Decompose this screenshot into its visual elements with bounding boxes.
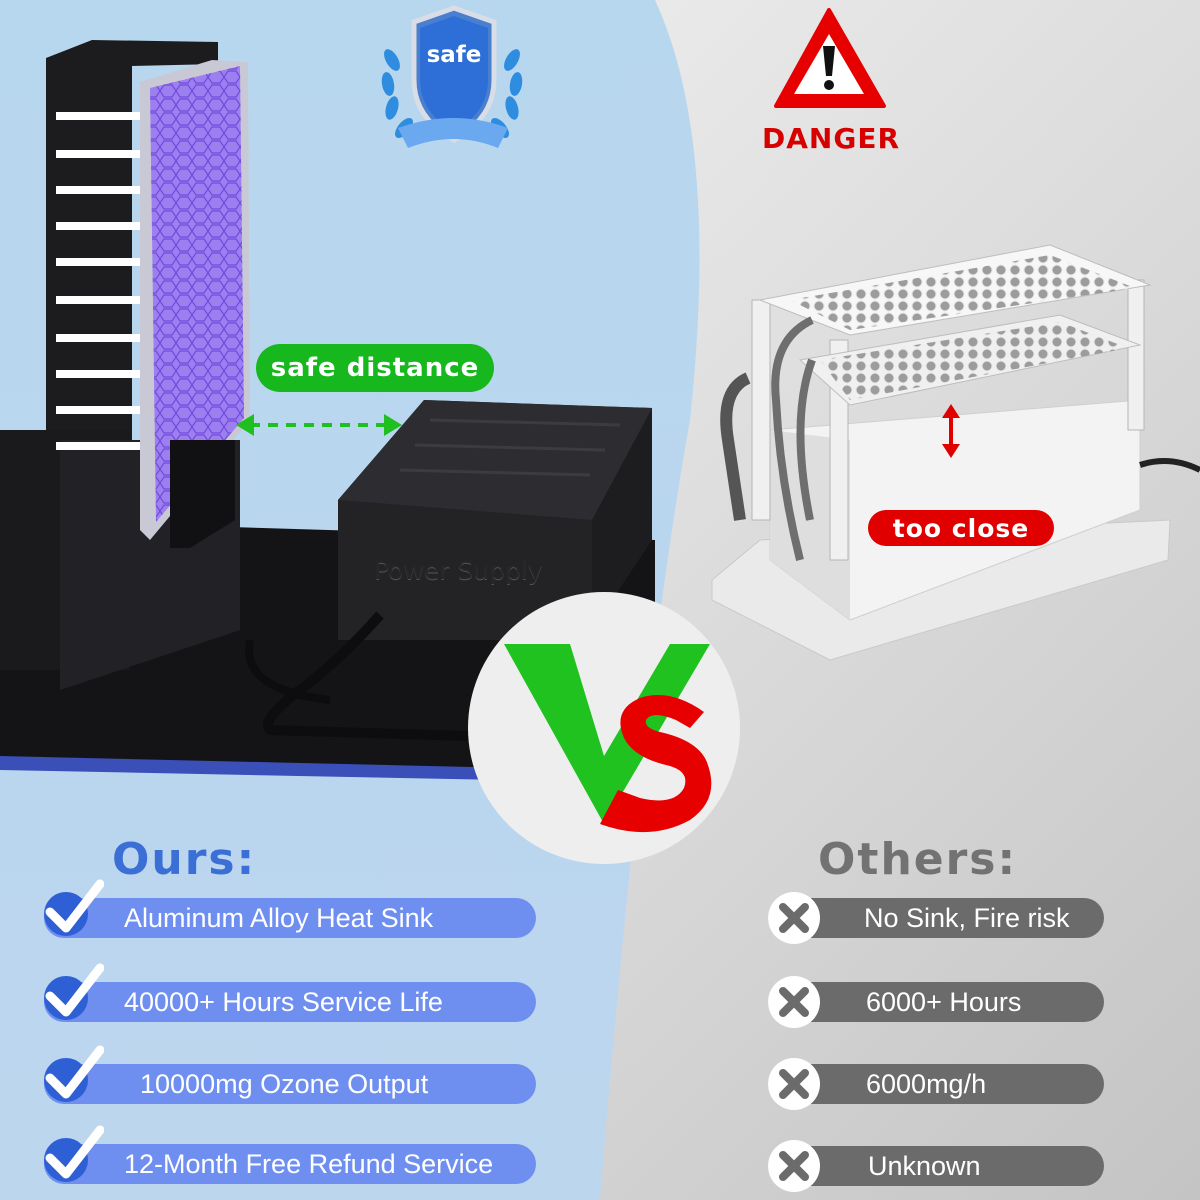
ours-feature-row: 10000mg Ozone Output	[44, 1064, 536, 1104]
others-heading: Others:	[818, 834, 1018, 885]
others-feature-row: 6000mg/h	[768, 1064, 1104, 1104]
check-icon	[44, 1045, 104, 1102]
vs-s-letter	[600, 695, 712, 833]
ours-heading: Ours:	[112, 834, 257, 885]
others-feature-row: 6000+ Hours	[768, 982, 1104, 1022]
check-icon	[44, 963, 104, 1020]
others-feature-text: 6000mg/h	[866, 1068, 987, 1099]
vs-v-letter	[504, 644, 710, 824]
x-icon	[768, 976, 820, 1028]
others-feature-row: Unknown	[768, 1146, 1104, 1186]
power-supply-label: Power Supply	[374, 556, 543, 585]
laurel-shield-icon	[381, 5, 523, 148]
warning-triangle-icon	[774, 8, 886, 108]
ours-feature-row: 12-Month Free Refund Service	[44, 1144, 536, 1184]
others-feature-text: 6000+ Hours	[866, 986, 1022, 1017]
safe-distance-callout: safe distance	[256, 344, 494, 392]
x-icon	[768, 1058, 820, 1110]
safe-badge-label: safe	[426, 42, 482, 68]
too-close-callout: too close	[868, 510, 1054, 546]
others-feature-text: Unknown	[868, 1150, 981, 1181]
x-icon	[768, 892, 820, 944]
check-icon	[44, 1125, 104, 1182]
others-feature-text: No Sink, Fire risk	[864, 902, 1070, 933]
vs-logo	[504, 644, 712, 833]
safe-distance-arrow	[236, 414, 402, 436]
ours-feature-row: 40000+ Hours Service Life	[44, 982, 536, 1022]
ours-feature-row: Aluminum Alloy Heat Sink	[44, 898, 536, 938]
ours-feature-text: 10000mg Ozone Output	[140, 1068, 429, 1099]
danger-label: DANGER	[761, 122, 900, 155]
ours-product-image	[0, 40, 655, 782]
check-icon	[44, 879, 104, 936]
ours-feature-text: 40000+ Hours Service Life	[124, 986, 443, 1017]
ours-feature-text: 12-Month Free Refund Service	[124, 1148, 494, 1179]
others-feature-row: No Sink, Fire risk	[768, 898, 1104, 938]
x-icon	[768, 1140, 820, 1192]
ours-feature-text: Aluminum Alloy Heat Sink	[124, 902, 434, 933]
